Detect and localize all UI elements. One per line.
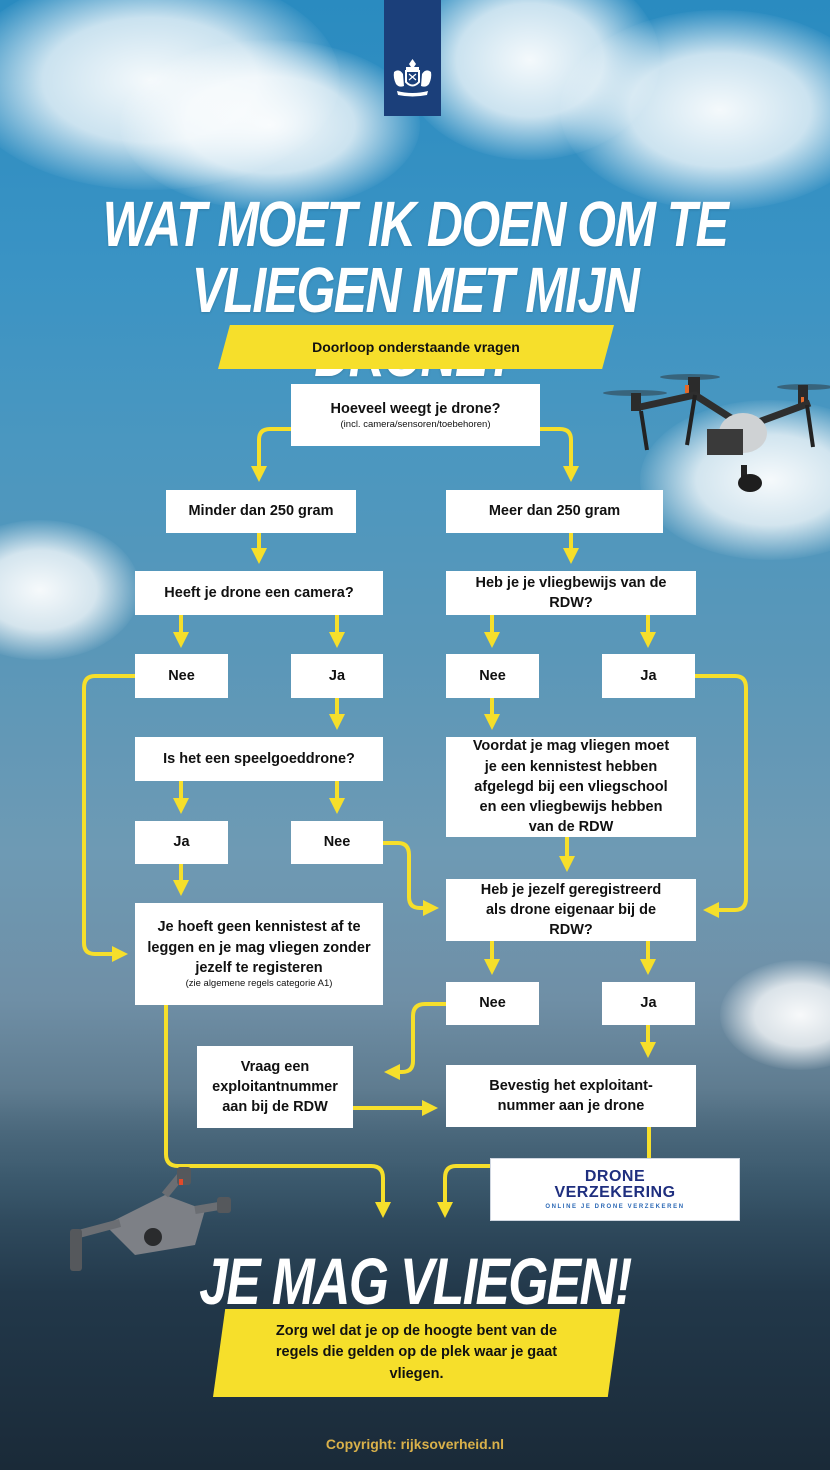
arrow-camera-no-to-no-test	[82, 674, 135, 962]
license-yes-box: Ja	[602, 654, 695, 698]
question-weight-note: (incl. camera/sensoren/toebehoren)	[340, 418, 491, 430]
cloud	[560, 10, 830, 210]
rules-note-banner: Zorg wel dat je op de hoogte bent van de…	[213, 1309, 620, 1397]
license-no-text: Nee	[479, 667, 506, 684]
less-than-250g-text: Minder dan 250 gram	[188, 503, 334, 520]
question-registered-box: Heb je jezelf geregistreerd als drone ei…	[446, 879, 696, 941]
page-title-line-1: WAT MOET IK DOEN OM TE	[102, 188, 729, 260]
drone-photo	[70, 1167, 231, 1271]
cloud	[720, 960, 830, 1070]
arrow-confirm-to-fly	[437, 1164, 490, 1218]
toy-yes-box: Ja	[135, 821, 228, 864]
cloud	[120, 40, 420, 210]
confirm-operator-number-box: Bevestig het exploitant-nummer aan je dr…	[446, 1065, 696, 1127]
toy-no-text: Nee	[323, 834, 351, 851]
toy-no-box: Nee	[291, 821, 383, 864]
question-registered-text: Heb je jezelf geregistreerd als drone ei…	[480, 881, 662, 939]
license-yes-text: Ja	[640, 667, 657, 684]
arrow-weight-to-more	[540, 427, 579, 482]
question-weight-text: Hoeveel weegt je drone?	[330, 400, 501, 417]
cloud	[0, 0, 340, 190]
less-than-250g-box: Minder dan 250 gram	[166, 490, 356, 533]
no-test-needed-box: Je hoeft geen kennistest af te leggen en…	[135, 903, 383, 1005]
camera-yes-box: Ja	[291, 654, 383, 698]
request-operator-number-text: Vraag een exploitantnummer aan bij de RD…	[212, 1058, 338, 1116]
question-license-text: Heb je je vliegbewijs van de RDW?	[475, 574, 667, 611]
camera-no-box: Nee	[135, 654, 228, 698]
cloud	[0, 520, 140, 660]
registered-yes-box: Ja	[602, 982, 695, 1025]
question-camera-text: Heeft je drone een camera?	[164, 584, 354, 601]
intro-banner: Doorloop onderstaande vragen	[218, 325, 614, 369]
more-than-250g-box: Meer dan 250 gram	[446, 490, 663, 533]
intro-banner-text: Doorloop onderstaande vragen	[312, 339, 520, 355]
dutch-coat-of-arms-icon	[393, 59, 432, 97]
question-camera-box: Heeft je drone een camera?	[135, 571, 383, 615]
more-than-250g-text: Meer dan 250 gram	[488, 503, 621, 520]
sponsor-logo-line-1: DRONE	[584, 1168, 646, 1185]
camera-yes-text: Ja	[328, 667, 346, 684]
need-knowledge-test-text: Voordat je mag vliegen moet je een kenni…	[472, 738, 670, 836]
question-toy-drone-text: Is het een speelgoeddrone?	[163, 750, 355, 767]
arrow-weight-to-less	[251, 427, 291, 482]
arrow-license-yes-to-registered	[695, 674, 748, 918]
no-test-needed-note: (zie algemene regels categorie A1)	[185, 978, 333, 990]
sponsor-logo[interactable]: DRONE VERZEKERING ONLINE JE DRONE VERZEK…	[490, 1158, 740, 1221]
license-no-box: Nee	[446, 654, 539, 698]
arrow-registered-no-to-request	[384, 1002, 446, 1080]
camera-no-text: Nee	[168, 667, 195, 684]
need-knowledge-test-box: Voordat je mag vliegen moet je een kenni…	[446, 737, 696, 837]
copyright: Copyright: rijksoverheid.nl	[325, 1436, 505, 1452]
toy-yes-text: Ja	[173, 834, 190, 851]
government-logo	[384, 0, 441, 116]
no-test-needed-text: Je hoeft geen kennistest af te leggen en…	[147, 919, 371, 976]
request-operator-number-box: Vraag een exploitantnummer aan bij de RD…	[197, 1046, 353, 1128]
drone-illustration	[603, 374, 830, 492]
question-weight-box: Hoeveel weegt je drone? (incl. camera/se…	[291, 384, 540, 446]
confirm-operator-number-text: Bevestig het exploitant-nummer aan je dr…	[489, 1077, 653, 1114]
registered-no-text: Nee	[479, 995, 506, 1012]
question-toy-drone-box: Is het een speelgoeddrone?	[135, 737, 383, 781]
registered-yes-text: Ja	[640, 995, 657, 1012]
arrow-toy-no-to-registered	[383, 841, 439, 916]
rules-note-text: Zorg wel dat je op de hoogte bent van de…	[275, 1323, 558, 1382]
outcome-title: JE MAG VLIEGEN!	[199, 1244, 632, 1318]
sponsor-tagline: ONLINE JE DRONE VERZEKEREN	[545, 1204, 685, 1210]
question-license-box: Heb je je vliegbewijs van de RDW?	[446, 571, 696, 615]
registered-no-box: Nee	[446, 982, 539, 1025]
sponsor-logo-line-2: VERZEKERING	[554, 1184, 676, 1201]
